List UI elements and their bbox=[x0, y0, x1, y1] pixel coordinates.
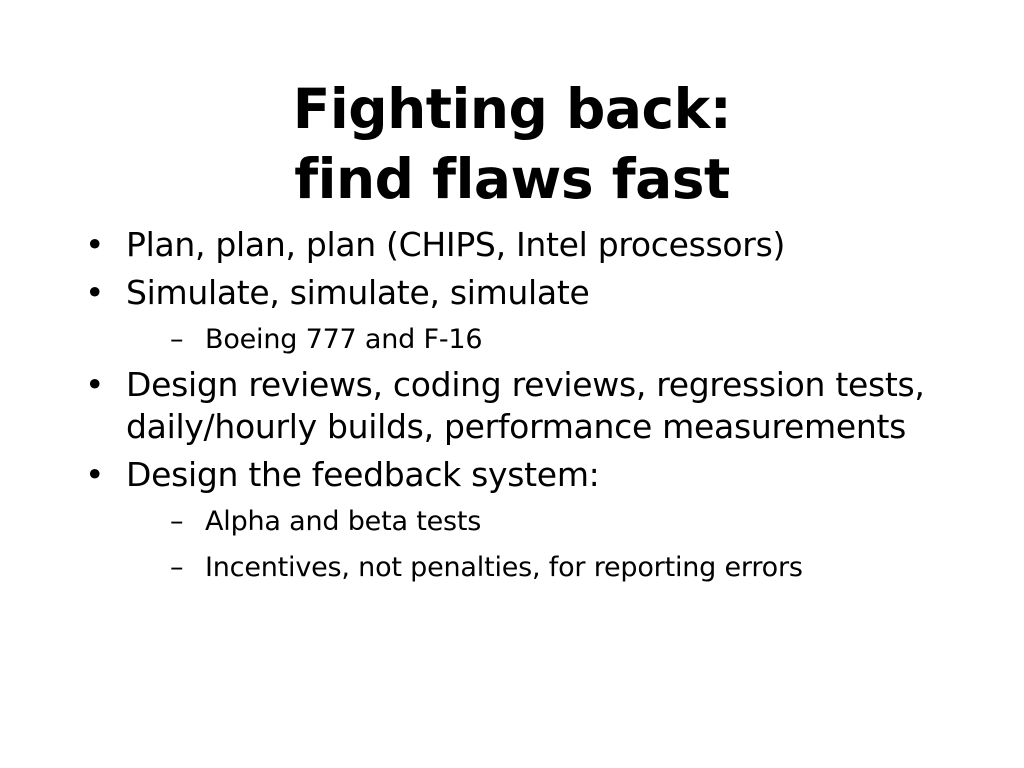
bullet-item-simulate: • Simulate, simulate, simulate bbox=[85, 272, 945, 314]
sub-item-incentives: – Incentives, not penalties, for reporti… bbox=[170, 550, 945, 586]
bullet-text: Design the feedback system: bbox=[126, 455, 600, 494]
title-line-2: find flaws fast bbox=[294, 147, 730, 211]
sub-marker: – bbox=[170, 324, 184, 355]
bullet-text: Design reviews, coding reviews, regressi… bbox=[126, 365, 925, 446]
bullet-marker: • bbox=[85, 365, 105, 404]
sub-text: Alpha and beta tests bbox=[205, 506, 482, 537]
bullet-marker: • bbox=[85, 455, 105, 494]
sub-text: Boeing 777 and F-16 bbox=[205, 324, 483, 355]
bullet-text: Plan, plan, plan (CHIPS, Intel processor… bbox=[126, 225, 786, 264]
slide-title: Fighting back: find flaws fast bbox=[0, 74, 1024, 214]
sub-text: Incentives, not penalties, for reporting… bbox=[205, 552, 803, 583]
bullet-marker: • bbox=[85, 273, 105, 312]
sub-marker: – bbox=[170, 506, 184, 537]
bullet-item-feedback-system: • Design the feedback system: bbox=[85, 454, 945, 496]
bullet-list: • Plan, plan, plan (CHIPS, Intel process… bbox=[85, 224, 945, 586]
sub-item-alpha-beta: – Alpha and beta tests bbox=[170, 504, 945, 540]
title-line-1: Fighting back: bbox=[292, 77, 732, 141]
bullet-item-plan: • Plan, plan, plan (CHIPS, Intel process… bbox=[85, 224, 945, 266]
bullet-item-design-reviews: • Design reviews, coding reviews, regres… bbox=[85, 364, 945, 448]
sub-item-boeing: – Boeing 777 and F-16 bbox=[170, 322, 945, 358]
bullet-marker: • bbox=[85, 225, 105, 264]
sub-marker: – bbox=[170, 552, 184, 583]
bullet-text: Simulate, simulate, simulate bbox=[126, 273, 590, 312]
